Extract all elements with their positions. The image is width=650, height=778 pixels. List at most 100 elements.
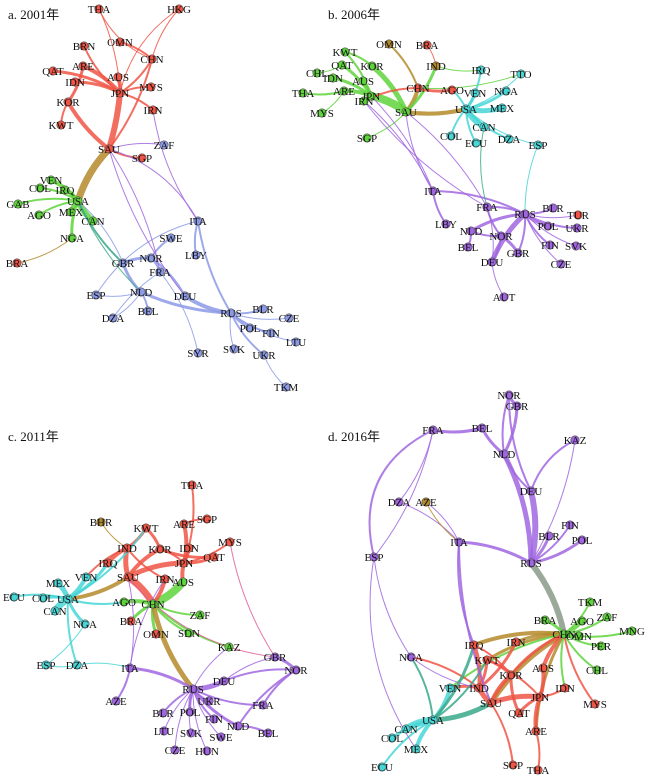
node-d-rus [526,558,536,568]
node-b-deu [487,257,497,267]
node-b-chn [413,83,423,93]
label-b-omn: OMN [376,39,402,51]
label-b-nld: NLD [460,226,483,238]
node-c-can [50,606,60,616]
node-a-svk [229,344,239,354]
node-b-mex [497,103,507,113]
label-a-gbr: GBR [112,258,135,270]
label-d-blr: BLR [538,531,560,543]
label-d-nld: NLD [493,449,516,461]
label-c-ecu: ECU [3,592,25,604]
edge-d-nor-deu [507,394,532,492]
label-a-col: COL [29,183,51,195]
node-c-dza [72,660,82,670]
node-c-ind [122,543,132,553]
edge-a-sau-deu [108,148,186,297]
panel-a-title: a. 2001年 [8,7,59,22]
label-c-ukr: UKR [197,696,221,708]
label-d-nor: NOR [497,390,521,402]
node-b-aut [499,292,509,302]
label-c-ago: AGO [112,597,136,609]
label-b-are: ARE [333,86,355,98]
edge-d-usa-kwt [432,659,488,721]
label-c-aus: AUS [172,577,194,589]
label-a-ltu: LTU [286,337,306,349]
node-c-tha [187,480,197,490]
label-c-kwt: KWT [133,523,158,535]
edge-d-rus-fin [530,524,571,564]
node-a-blr [258,304,268,314]
node-b-ago [447,85,457,95]
node-d-mys [590,699,600,709]
node-c-kor [155,544,165,554]
label-a-irn: IRN [144,105,163,117]
edge-d-ita-dza [398,501,460,543]
node-b-sau [401,107,411,117]
edge-a-zaf-sau [108,142,165,150]
node-a-bel [143,306,153,316]
node-b-irn [359,96,369,106]
edge-a-syr-fra [159,271,199,354]
node-c-bra [126,616,136,626]
label-c-swe: SWE [209,732,233,744]
edge-b-ita-jpn [370,95,434,192]
node-d-per [596,641,606,651]
label-b-bra: BRA [416,40,439,52]
edge-d-kaz-deu [530,439,576,492]
node-a-bra [12,258,22,268]
node-b-col [446,131,456,141]
node-d-irn [511,637,521,647]
edge-d-chn-kor [509,632,566,677]
edge-a-sau-chn [108,58,153,150]
edge-a-ita-esp [95,220,199,296]
label-a-zaf: ZAF [154,140,175,152]
node-d-bra [540,615,550,625]
node-b-lby [441,219,451,229]
node-a-nor [146,253,156,263]
label-a-idn: IDN [65,77,85,89]
node-d-irq [469,640,479,650]
node-d-sau [486,698,496,708]
edge-d-usa-irq [431,643,476,722]
label-b-qat: QAT [331,60,353,72]
label-c-tha: THA [181,480,204,492]
label-a-blr: BLR [252,304,274,316]
label-d-mex: MEX [404,744,429,756]
node-d-aze [421,497,431,507]
label-a-gab: GAB [6,199,29,211]
label-c-deu: DEU [213,676,236,688]
node-a-gbr [118,258,128,268]
node-c-idn [184,543,194,553]
label-a-deu: DEU [174,291,197,303]
edge-a-jpn-qat [51,69,122,95]
label-d-idn: IDN [555,683,575,695]
label-c-col: COL [32,593,54,605]
edge-a-hkg-jpn [119,8,180,94]
node-d-omn [574,631,584,641]
node-b-nld [466,226,476,236]
titles-layer: a. 2001年 b. 2006年 c. 2011年 d. 2016年 [8,7,380,444]
label-b-tto: TTO [510,69,531,81]
label-a-jpn: JPN [111,88,129,100]
label-d-omn: OMN [566,631,592,643]
edge-c-usa-kwt [67,527,147,600]
node-d-mng [627,626,637,636]
label-d-kwt: KWT [474,655,499,667]
label-a-chn: CHN [140,54,163,66]
edge-a-usa-gab [17,197,79,205]
edge-c-rus-fra [192,688,264,707]
node-c-col [38,593,48,603]
edge-c-nor-deu [223,668,297,682]
label-b-blr: BLR [542,203,564,215]
node-d-are [531,726,541,736]
panel-d-title: d. 2016年 [328,429,380,444]
node-c-nor [291,665,301,675]
edge-d-usa-nga [410,656,434,721]
label-d-mys: MYS [583,699,607,711]
node-b-idn [328,73,338,83]
node-d-kwt [482,655,492,665]
label-b-jpn: JPN [362,91,380,103]
node-c-are [179,519,189,529]
edge-a-sau-kor [66,100,111,151]
edge-d-rus-pol [529,538,584,565]
